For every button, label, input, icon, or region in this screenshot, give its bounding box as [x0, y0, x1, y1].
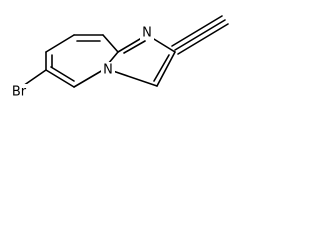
- bond-ethynyl-3: [171, 15, 223, 47]
- bond-c3-c2-ring: [45, 69, 75, 88]
- molecule-structure: Br N N: [6, 15, 229, 100]
- bond-c8a-n1-inner: [123, 40, 146, 54]
- bond-c2-c3: [156, 51, 176, 87]
- atom-label-n-top: N: [142, 26, 152, 41]
- bond-ethynyl-1: [174, 19, 226, 51]
- atom-bromine: Br: [6, 84, 32, 100]
- bond-c5-c6: [45, 34, 75, 53]
- atom-nitrogen-bridgehead: N: [101, 62, 115, 78]
- atom-label-n-bridge: N: [103, 63, 113, 78]
- bond-c3-c2-ring-inner: [50, 66, 75, 82]
- bond-n4-c3: [73, 69, 104, 88]
- bond-c7-c8a: [102, 34, 119, 53]
- bond-c2-c3-inner: [153, 54, 170, 82]
- bond-ethynyl-2: [177, 23, 229, 55]
- atom-label-br: Br: [12, 85, 27, 100]
- bond-c3-n4: [109, 69, 158, 87]
- atom-nitrogen-imine: N: [140, 24, 154, 41]
